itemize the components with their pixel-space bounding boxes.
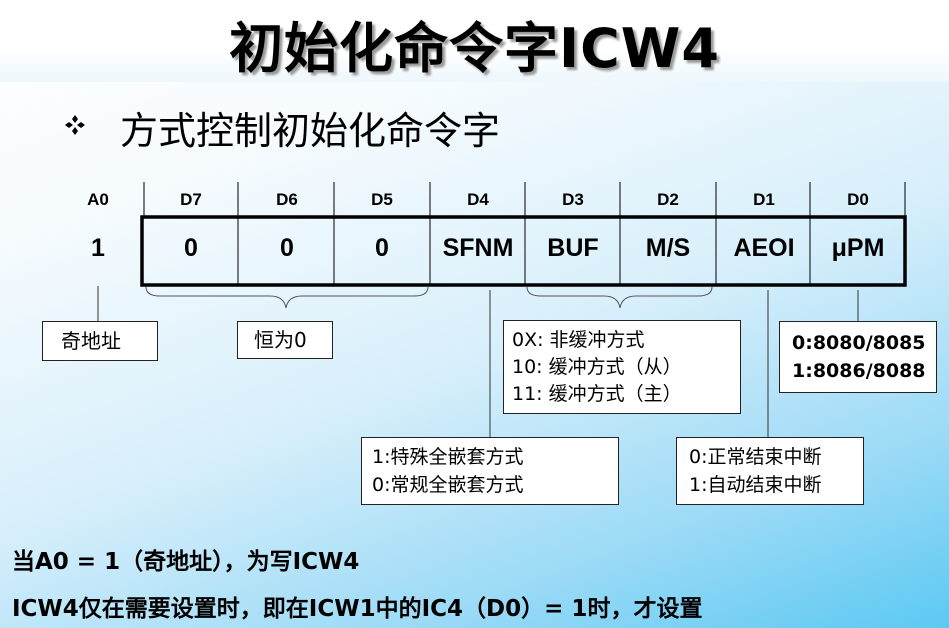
bit-label-d3: D3 (562, 190, 584, 209)
bit-value-d6: 0 (280, 234, 294, 262)
bit-value-d3: BUF (547, 234, 599, 262)
callout-buf-ms-line-1: 0X: 非缓冲方式 (512, 329, 645, 351)
callout-buf-ms: 0X: 非缓冲方式 10: 缓冲方式（从） 11: 缓冲方式（主） (503, 320, 741, 414)
title-band (0, 0, 949, 82)
callout-sfnm-line-1: 1:特殊全嵌套方式 (372, 446, 524, 468)
a0-value: 1 (91, 234, 105, 262)
callout-buf-ms-line-2: 10: 缓冲方式（从） (512, 356, 682, 378)
diamond-cluster-icon (65, 115, 85, 135)
callout-a0-text: 奇地址 (61, 329, 121, 353)
callout-d7-d5-text: 恒为0 (254, 328, 307, 352)
callout-buf-ms-line-3: 11: 缓冲方式（主） (512, 383, 682, 405)
bit-label-d2: D2 (657, 190, 679, 209)
callout-aeoi: 0:正常结束中断 1:自动结束中断 (676, 437, 864, 505)
bit-value-d1: AEOI (733, 234, 795, 262)
bit-label-d7: D7 (180, 190, 202, 209)
bit-label-d0: D0 (847, 190, 869, 209)
callout-sfnm: 1:特殊全嵌套方式 0:常规全嵌套方式 (361, 437, 619, 505)
bit-value-d0: μPM (831, 234, 885, 262)
page-title: 初始化命令字ICW4 (229, 17, 720, 80)
callout-sfnm-line-2: 0:常规全嵌套方式 (372, 474, 524, 496)
callout-upm-line-2: 1:8086/8088 (792, 360, 926, 382)
bit-label-d1: D1 (753, 190, 775, 209)
subtitle: 方式控制初始化命令字 (120, 109, 501, 153)
callout-aeoi-line-2: 1:自动结束中断 (689, 474, 822, 496)
callout-upm: 0:8080/8085 1:8086/8088 (779, 321, 937, 393)
bit-label-d5: D5 (371, 190, 393, 209)
note-icw4-condition: ICW4仅在需要设置时，即在ICW1中的IC4（D0）= 1时，才设置 (12, 596, 703, 622)
bit-value-d5: 0 (375, 234, 389, 262)
callout-a0: 奇地址 (42, 321, 158, 361)
callout-d7-d5: 恒为0 (237, 321, 333, 359)
bit-label-d4: D4 (467, 190, 489, 209)
bit-label-d6: D6 (276, 190, 298, 209)
bit-value-d7: 0 (184, 234, 198, 262)
callout-aeoi-line-1: 0:正常结束中断 (689, 446, 822, 468)
note-a0: 当A0 = 1（奇地址），为写ICW4 (12, 549, 360, 575)
a0-label: A0 (87, 190, 109, 209)
bit-value-d4: SFNM (442, 234, 514, 262)
bit-value-d2: M/S (645, 234, 691, 262)
callout-upm-line-1: 0:8080/8085 (792, 332, 926, 354)
